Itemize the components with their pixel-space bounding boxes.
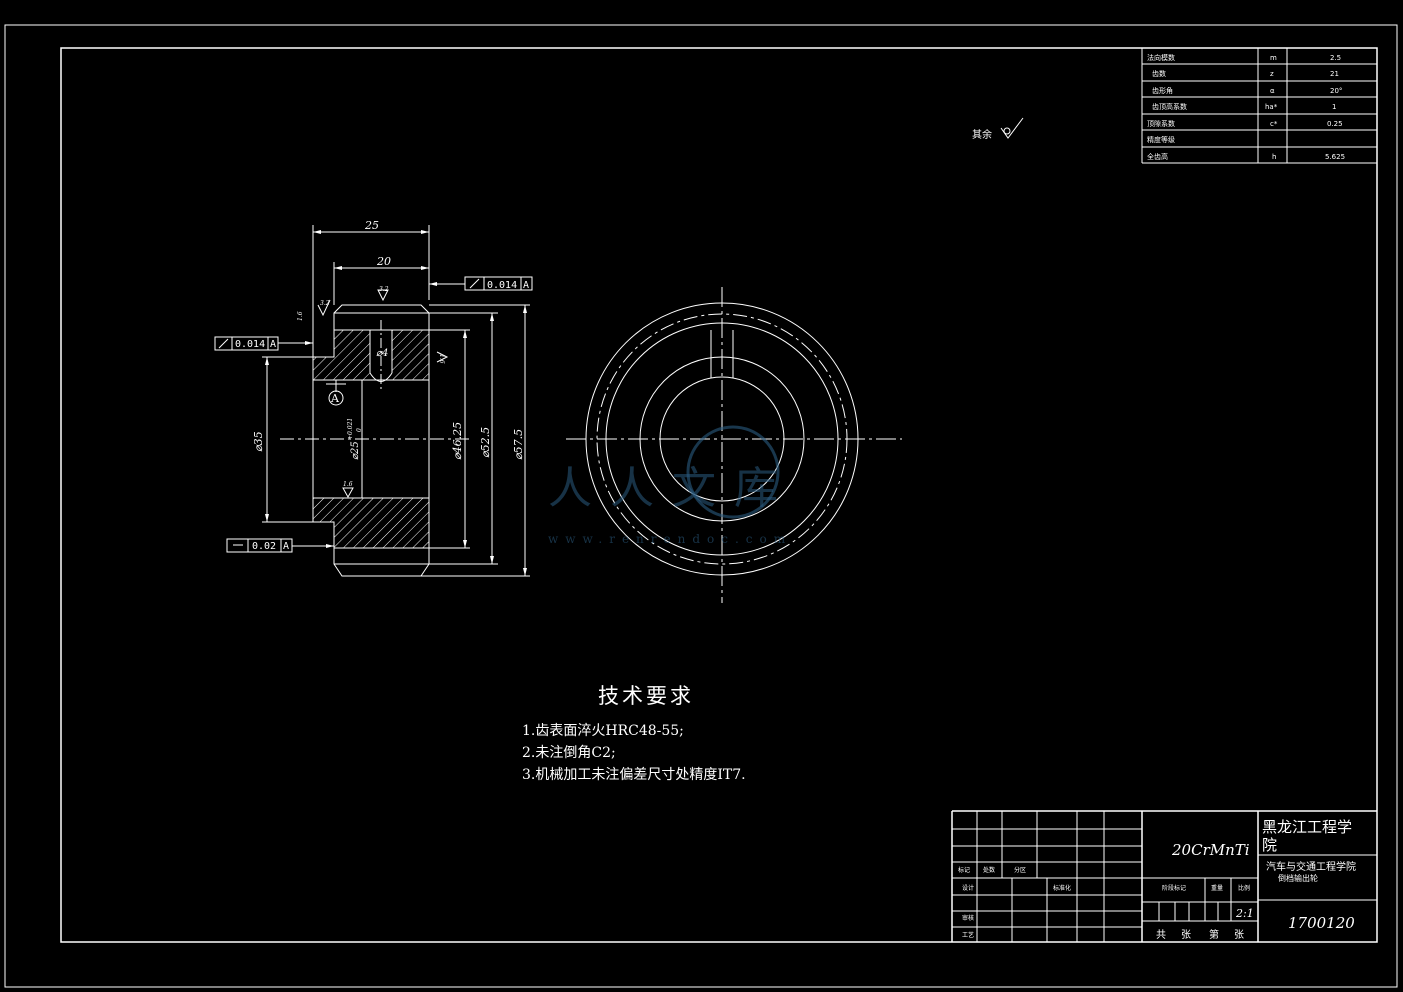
- dim-width-total: 25: [364, 219, 379, 232]
- tb-zone: 分区: [1014, 866, 1026, 874]
- roughness-note: 其余: [972, 128, 992, 141]
- tb-part-name: 倒档输出轮: [1278, 873, 1318, 883]
- tb-process: 工艺: [962, 931, 974, 939]
- watermark-url: www.renrendoc.com: [548, 532, 793, 546]
- param-val-1: 21: [1330, 70, 1339, 78]
- dim-ra-left: 3.2: [320, 300, 330, 307]
- param-sym-0: m: [1270, 54, 1277, 62]
- dim-inner-tol-lower: 0: [356, 428, 363, 432]
- param-sym-6: h: [1272, 153, 1276, 161]
- tech-requirements-title: 技术要求: [598, 684, 694, 708]
- tb-drawing-no: 1700120: [1288, 914, 1355, 932]
- parameter-table-text: 法向模数 m 2.5 齿数 z 21 齿形角 α 20° 齿顶高系数 ha* 1…: [1147, 53, 1345, 161]
- tb-review: 审核: [962, 914, 974, 922]
- param-sym-4: c*: [1270, 120, 1278, 128]
- tb-stage: 阶段标记: [1162, 884, 1186, 892]
- tb-school-line1: 黑龙江工程学: [1262, 818, 1352, 836]
- param-sym-3: ha*: [1265, 103, 1278, 111]
- tb-sheet-no: 第: [1209, 928, 1219, 941]
- dim-inner: ⌀25: [350, 441, 361, 460]
- tb-design: 设计: [962, 884, 974, 892]
- param-label-3: 齿顶高系数: [1152, 102, 1187, 111]
- param-val-6: 5.625: [1325, 153, 1345, 161]
- title-block-text: 标记 处数 分区 设计 标准化 审核 工艺 阶段标记 重量 比例 2:1 共 张…: [958, 818, 1356, 941]
- tech-requirement-2: 2.未注倒角C2;: [522, 745, 616, 761]
- tol-top-datum: A: [523, 280, 529, 291]
- title-block: [951, 810, 1377, 942]
- param-label-5: 精度等级: [1147, 135, 1175, 144]
- watermark-logo-icon: [686, 425, 780, 519]
- runout-arrow-icon: [218, 338, 229, 349]
- tb-total: 共: [1156, 929, 1166, 941]
- tb-material: 20CrMnTi: [1171, 841, 1250, 859]
- tolerance-frame-left: 0.014 A: [214, 336, 279, 351]
- dim-width-hub: 20: [376, 255, 391, 268]
- tb-weight: 重量: [1211, 884, 1223, 892]
- datum-label: A: [330, 392, 340, 405]
- tol-left-value: 0.014: [235, 339, 265, 350]
- front-view: [566, 287, 902, 603]
- tb-mark: 标记: [958, 866, 970, 874]
- roughness-symbol-icon: [1000, 117, 1024, 139]
- section-view: [262, 225, 530, 577]
- dim-root: ⌀46.25: [451, 422, 464, 460]
- inner-frame: [60, 47, 1378, 943]
- dim-ra-right: 1.6: [438, 354, 445, 364]
- tolerance-frame-top: 0.014 A: [464, 276, 533, 291]
- tech-requirement-3: 3.机械加工未注偏差尺寸处精度IT7.: [522, 767, 746, 783]
- dim-ra-side: 1.6: [297, 311, 304, 321]
- param-label-0: 法向模数: [1147, 53, 1175, 62]
- dim-inner-tol-upper: +0.021: [347, 418, 354, 440]
- param-val-0: 2.5: [1330, 54, 1341, 62]
- dim-ra-top: 3.2: [379, 286, 389, 293]
- param-label-1: 齿数: [1152, 69, 1166, 78]
- param-label-6: 全齿高: [1147, 152, 1168, 161]
- tb-scale: 2:1: [1235, 907, 1254, 920]
- tb-standard: 标准化: [1053, 884, 1071, 892]
- watermark-brand: 人人文库: [548, 463, 796, 514]
- param-label-2: 齿形角: [1152, 86, 1173, 95]
- runout-arrow-icon: [469, 278, 480, 289]
- param-val-2: 20°: [1330, 87, 1342, 95]
- tol-left-datum: A: [270, 339, 276, 350]
- section-arrows: [265, 230, 527, 576]
- section-text: 25 20 3.2 3.2 1.6 1.6 1.6 ⌀4 A ⌀35 ⌀25 +…: [252, 219, 525, 488]
- tb-dept: 汽车与交通工程学院: [1266, 860, 1356, 873]
- tb-sheet-unit: 张: [1234, 929, 1244, 941]
- tb-count: 处数: [983, 866, 995, 874]
- param-val-4: 0.25: [1327, 120, 1343, 128]
- dim-ra-bore: 1.6: [343, 481, 353, 488]
- param-sym-2: α: [1270, 87, 1275, 95]
- dim-pitch: ⌀52.5: [479, 427, 492, 458]
- section-roughness-icons: [317, 289, 449, 499]
- parameter-table: [1141, 48, 1377, 164]
- dim-tip: ⌀57.5: [512, 429, 525, 460]
- tol-top-value: 0.014: [487, 280, 517, 291]
- tb-school-line2: 院: [1262, 836, 1277, 854]
- tol-bottom-datum: A: [283, 541, 289, 552]
- tolerance-frame-bottom: 0.02 A: [226, 538, 293, 553]
- tb-ratio: 比例: [1238, 884, 1250, 892]
- tb-sheets: 张: [1181, 929, 1191, 941]
- tol-bottom-value: 0.02: [252, 541, 276, 552]
- tech-requirement-1: 1.齿表面淬火HRC48-55;: [522, 723, 684, 739]
- roughness-circle-icon: [1003, 127, 1011, 135]
- outer-frame: [4, 24, 1398, 988]
- param-label-4: 顶隙系数: [1147, 119, 1175, 128]
- param-val-3: 1: [1332, 103, 1336, 111]
- param-sym-1: z: [1270, 70, 1274, 78]
- dim-hole: ⌀4: [376, 348, 388, 359]
- dim-bore: ⌀35: [252, 431, 265, 452]
